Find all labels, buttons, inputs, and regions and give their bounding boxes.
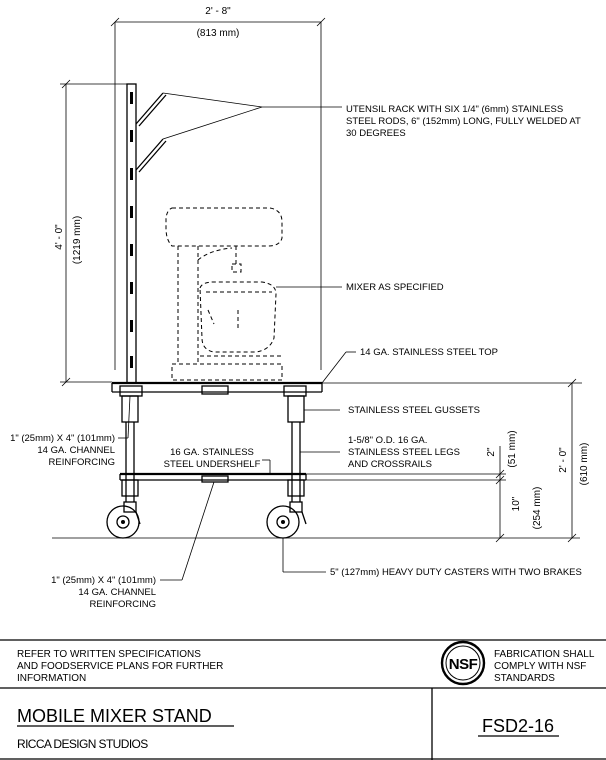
rack-height-dimension: 4' - 0" (1219 mm) xyxy=(54,79,128,387)
nsf-certification-logo: NSF xyxy=(440,640,486,686)
spec-note-line-3: INFORMATION xyxy=(17,673,86,684)
undershelf-note-line-1: 16 GA. STAINLESS xyxy=(170,447,254,458)
width-dimension: 2' - 8" (813 mm) xyxy=(110,6,326,370)
channel-lower-line-2: 14 GA. CHANNEL xyxy=(78,587,156,598)
left-caster xyxy=(106,501,141,539)
shelf-height-metric-label: (254 mm) xyxy=(532,487,543,530)
legs-note-line-3: AND CROSSRAILS xyxy=(348,459,432,470)
channel-upper-line-2: 14 GA. CHANNEL xyxy=(37,445,115,456)
gap-imperial-label: 2" xyxy=(486,447,497,457)
channel-lower-line-1: 1" (25mm) X 4" (101mm) xyxy=(51,575,156,586)
drawing-number: FSD2-16 xyxy=(482,716,554,736)
legs-leader: 1-5/8" O.D. 16 GA. STAINLESS STEEL LEGS … xyxy=(300,435,460,470)
nsf-note-line-3: STANDARDS xyxy=(494,673,555,684)
legs-note-line-1: 1-5/8" O.D. 16 GA. xyxy=(348,435,427,446)
top-note: 14 GA. STAINLESS STEEL TOP xyxy=(360,347,498,358)
utensil-rack xyxy=(126,83,167,384)
channel-upper-line-1: 1" (25mm) X 4" (101mm) xyxy=(10,433,115,444)
casters-callout: 5" (127mm) HEAVY DUTY CASTERS WITH TWO B… xyxy=(282,538,582,578)
width-imperial-label: 2' - 8" xyxy=(205,6,231,17)
legs-note-line-2: STAINLESS STEEL LEGS xyxy=(348,447,460,458)
casters-note: 5" (127mm) HEAVY DUTY CASTERS WITH TWO B… xyxy=(330,567,582,578)
channel-lower-callout: 1" (25mm) X 4" (101mm) 14 GA. CHANNEL RE… xyxy=(51,481,215,610)
rack-note-line-3: 30 DEGREES xyxy=(346,128,406,139)
mixer: MIXER AS SPECIFIED xyxy=(165,207,444,381)
gap-metric-label: (51 mm) xyxy=(507,430,518,467)
nsf-logo-text: NSF xyxy=(449,656,478,673)
channel-upper-line-3: REINFORCING xyxy=(49,457,116,468)
undershelf: 16 GA. STAINLESS STEEL UNDERSHELF xyxy=(119,447,307,497)
mixer-note: MIXER AS SPECIFIED xyxy=(346,282,444,293)
rack-note-line-1: UTENSIL RACK WITH SIX 1/4" (6mm) STAINLE… xyxy=(346,104,563,115)
channel-upper-callout: 1" (25mm) X 4" (101mm) 14 GA. CHANNEL RE… xyxy=(10,395,131,468)
nsf-note-line-2: COMPLY WITH NSF xyxy=(494,661,586,672)
channel-lower-line-3: REINFORCING xyxy=(90,599,157,610)
rack-height-metric-label: (1219 mm) xyxy=(72,216,83,264)
table-height-imperial-label: 2' - 0" xyxy=(558,447,569,473)
table-top: 14 GA. STAINLESS STEEL TOP xyxy=(111,347,498,397)
table-height-metric-label: (610 mm) xyxy=(579,443,590,486)
width-metric-label: (813 mm) xyxy=(197,28,240,39)
nsf-note-line-1: FABRICATION SHALL xyxy=(494,649,595,660)
gussets-note: STAINLESS STEEL GUSSETS xyxy=(348,405,480,416)
right-caster xyxy=(266,501,307,539)
undershelf-note-line-2: STEEL UNDERSHELF xyxy=(164,459,261,470)
rack-leader: UTENSIL RACK WITH SIX 1/4" (6mm) STAINLE… xyxy=(162,92,581,140)
shelf-height-imperial-label: 10" xyxy=(511,496,522,511)
studio-name: RICCA DESIGN STUDIOS xyxy=(17,737,148,751)
table-height-dimension: 2' - 0" (610 mm) xyxy=(322,378,590,543)
spec-note-line-1: REFER TO WRITTEN SPECIFICATIONS xyxy=(17,649,201,660)
rack-height-imperial-label: 4' - 0" xyxy=(54,224,65,250)
gussets-leader: STAINLESS STEEL GUSSETS xyxy=(304,405,480,416)
title-block: REFER TO WRITTEN SPECIFICATIONS AND FOOD… xyxy=(0,639,606,760)
drawing-title: MOBILE MIXER STAND xyxy=(17,706,212,726)
rack-note-line-2: STEEL RODS, 6" (152mm) LONG, FULLY WELDE… xyxy=(346,116,581,127)
shelf-dimensions: 2" (51 mm) 10" (254 mm) xyxy=(306,430,543,543)
spec-note-line-2: AND FOODSERVICE PLANS FOR FURTHER xyxy=(17,661,223,672)
legs xyxy=(121,395,305,502)
